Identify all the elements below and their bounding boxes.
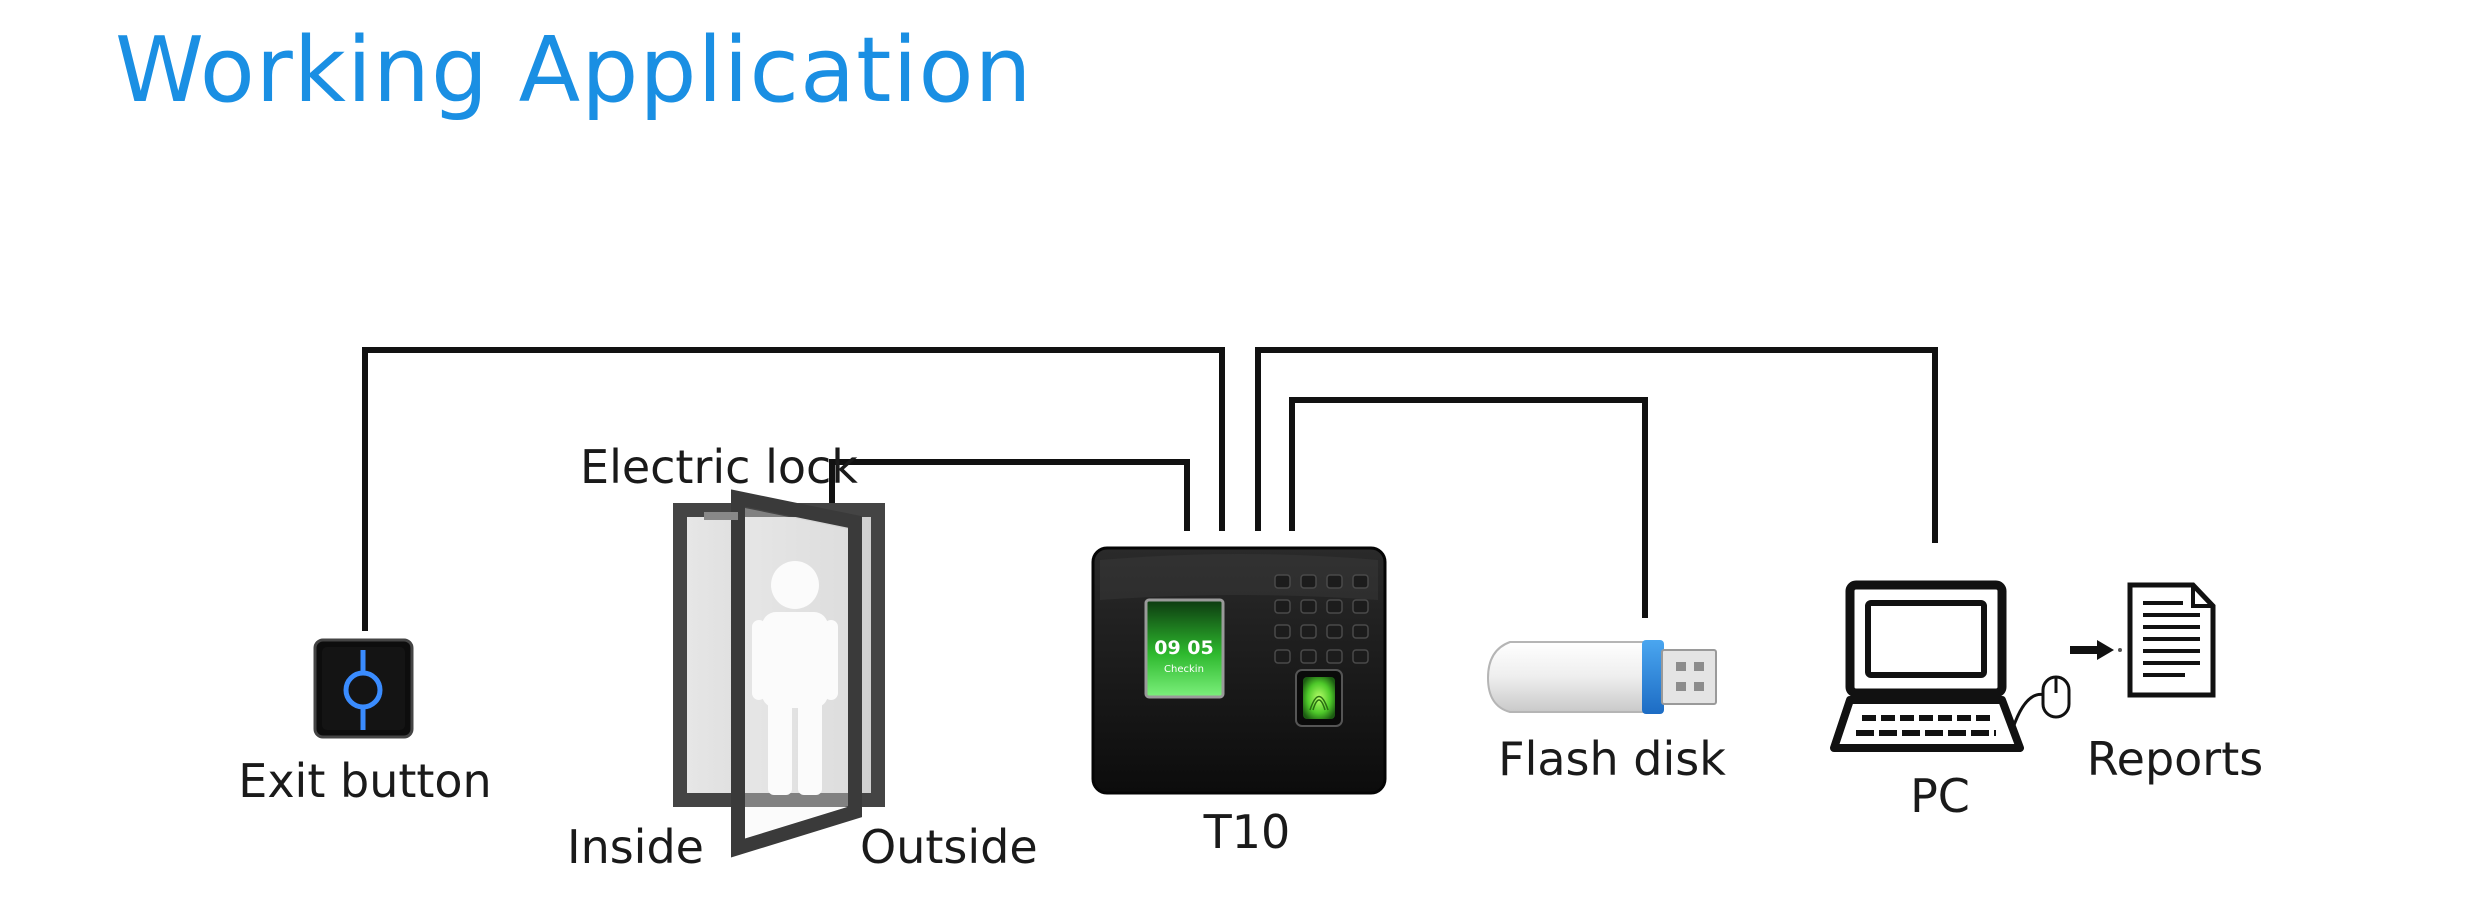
exit-button-device (313, 638, 414, 739)
door-leaf (731, 489, 862, 858)
wire-pc (1255, 347, 1938, 543)
electric-lock-icon (704, 512, 738, 520)
person-icon (752, 561, 838, 795)
t10-screen-sub: Checkin (1164, 664, 1204, 675)
t10-label: T10 (1203, 805, 1291, 859)
outside-label: Outside (860, 820, 1038, 874)
t10-screen (1144, 598, 1225, 699)
wire-flash-disk (1289, 397, 1648, 618)
page-title: Working Application (115, 18, 1033, 123)
pc-icon (1830, 580, 2071, 752)
wiring (362, 347, 1938, 631)
reports-label: Reports (2087, 732, 2263, 786)
t10-device: 09 05 Checkin (1091, 546, 1387, 795)
inside-label: Inside (567, 820, 704, 874)
wire-exit-button (362, 347, 1225, 631)
electric-lock-label: Electric lock (580, 440, 858, 494)
document-icon (2127, 582, 2216, 698)
pc-label: PC (1910, 769, 1970, 823)
flash-disk-icon (1486, 640, 1717, 714)
exit-button-label: Exit button (238, 754, 491, 808)
door-illustration (673, 489, 885, 858)
t10-keypad (1274, 574, 1369, 664)
flash-disk-label: Flash disk (1498, 732, 1726, 786)
t10-screen-time: 09 05 (1154, 637, 1214, 659)
wire-electric-lock (829, 459, 1190, 531)
arrow-right-icon (2070, 640, 2122, 660)
